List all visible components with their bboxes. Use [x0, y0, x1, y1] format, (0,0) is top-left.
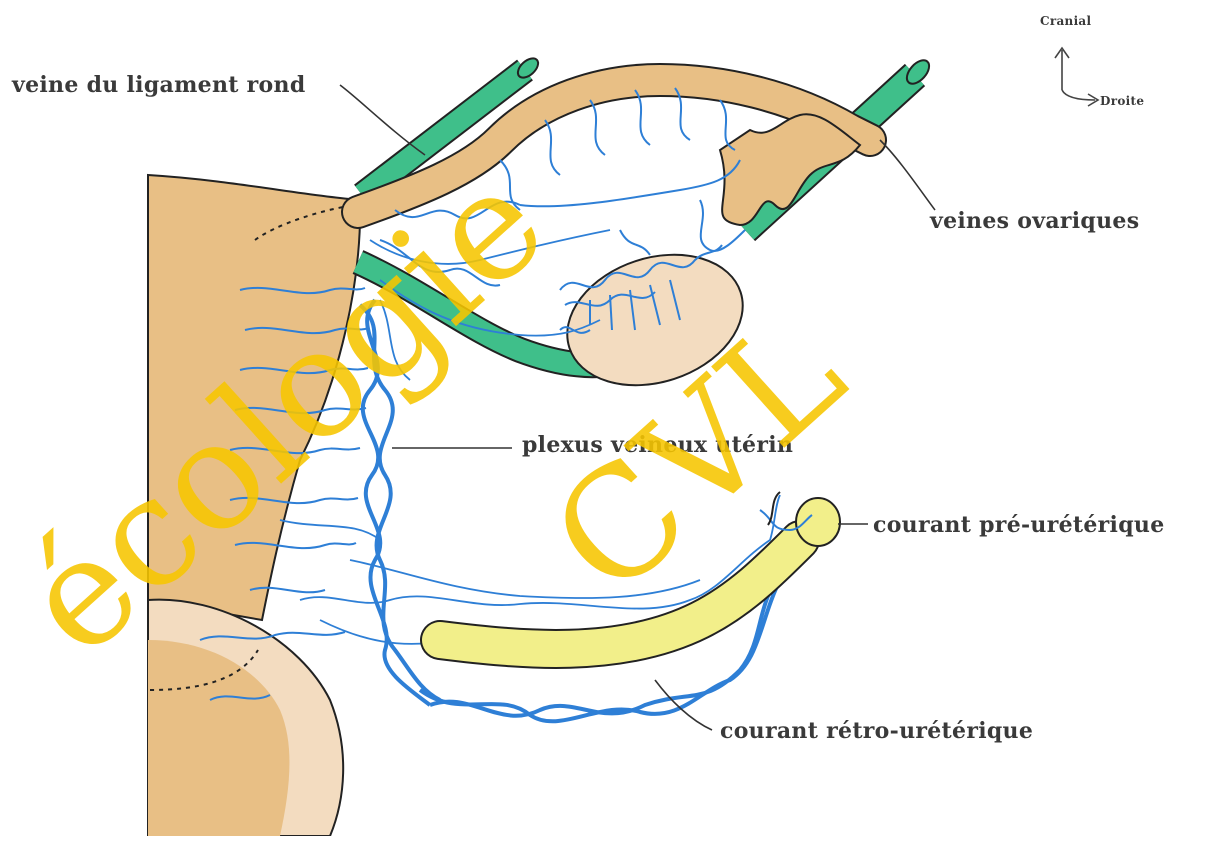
label-cranial: Cranial: [1040, 14, 1091, 28]
ureter-end: [796, 498, 840, 546]
orientation-arrows: [1055, 48, 1098, 106]
label-ovarian-veins: veines ovariques: [930, 208, 1139, 234]
leader-round-ligament: [340, 85, 425, 155]
uterus-body: [148, 175, 360, 620]
leader-ovarian: [880, 140, 935, 210]
ureter-fill: [440, 540, 800, 649]
label-round-ligament-vein: veine du ligament rond: [12, 72, 306, 98]
label-pre-ureteral-current: courant pré-urétérique: [873, 512, 1165, 538]
label-retro-ureteral-current: courant rétro-urétérique: [720, 718, 1033, 744]
ovary: [550, 233, 760, 407]
label-right: Droite: [1100, 94, 1144, 108]
label-uterine-venous-plexus: plexus veineux utérin: [522, 432, 793, 458]
